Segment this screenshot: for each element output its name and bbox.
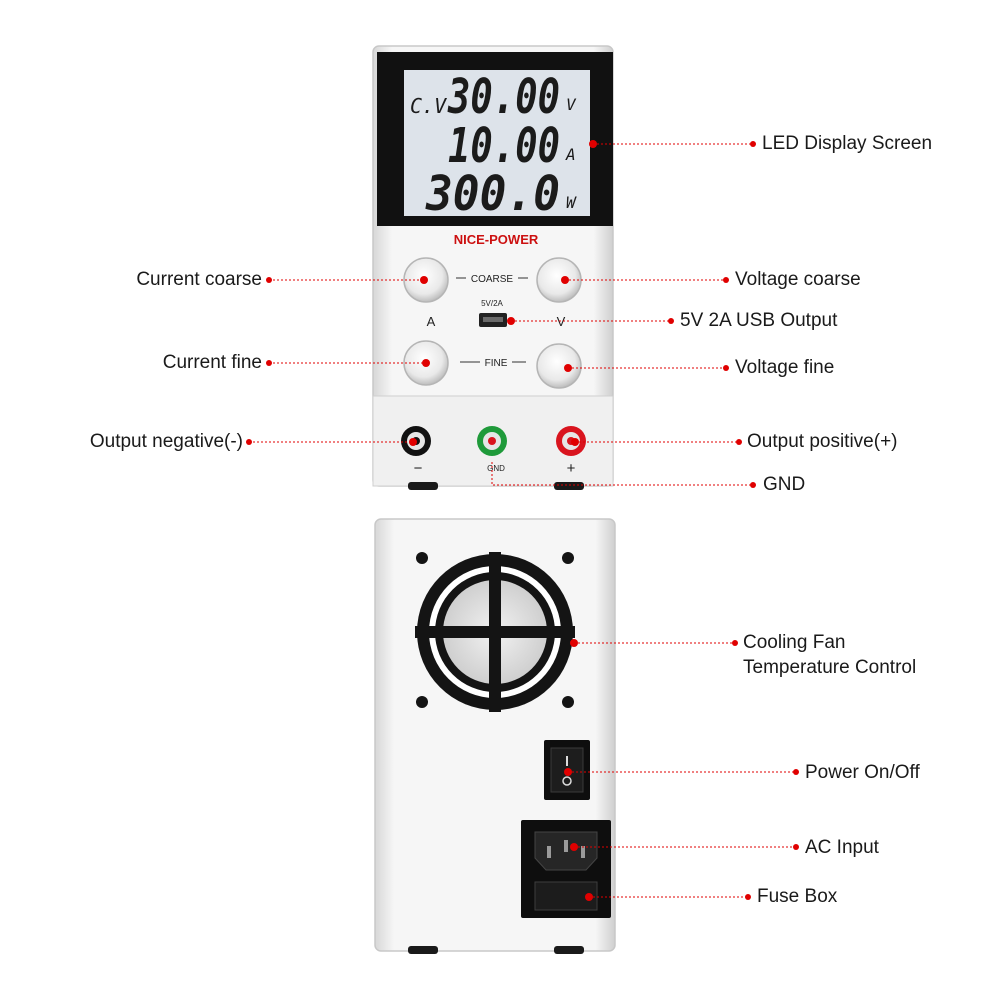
ac-pin-right (581, 846, 585, 858)
ac-pin-left (547, 846, 551, 858)
callout-lines (249, 143, 796, 898)
fan-screw-tl (416, 552, 428, 564)
label-fuse-box: Fuse Box (757, 886, 838, 907)
dot-current-fine-end (422, 359, 430, 367)
label-power-on-off: Power On/Off (805, 762, 920, 783)
label-output-negative: Output negative(-) (89, 431, 243, 452)
voltage-knob-letter: V (557, 314, 566, 329)
dot-negative-start (246, 439, 252, 445)
dot-fuse-start (585, 893, 593, 901)
display-power-unit: W (566, 193, 577, 212)
label-voltage-coarse: Voltage coarse (735, 269, 861, 290)
usb-port-tongue (483, 317, 503, 322)
dot-usb-end (668, 318, 674, 324)
display-voltage: 30.00 (447, 69, 560, 125)
ac-input-module (521, 820, 611, 918)
callout-dots (246, 140, 799, 901)
label-usb-output: 5V 2A USB Output (680, 310, 838, 331)
led-display-screen: C.V 30.00 V 10.00 A 300.0 W (377, 52, 613, 226)
dot-positive-start (571, 438, 579, 446)
rear-foot-left (408, 946, 438, 954)
dot-voltage-coarse-end (723, 277, 729, 283)
ac-pin-earth (564, 840, 568, 852)
coarse-label: COARSE (471, 274, 514, 285)
usb-spec-label: 5V/2A (481, 299, 503, 308)
lcd-glass (404, 70, 590, 216)
fan-screw-br (562, 696, 574, 708)
pos-terminal-label: + (567, 460, 576, 477)
switch-off-mark (562, 776, 572, 786)
dot-power-start (564, 768, 572, 776)
display-power: 300.0 (425, 166, 560, 222)
dot-power-end (793, 769, 799, 775)
dot-current-fine-start (266, 360, 272, 366)
label-gnd: GND (763, 474, 806, 495)
foot-left (408, 482, 438, 490)
dot-voltage-fine-start (564, 364, 572, 372)
rear-unit (374, 518, 616, 954)
label-temperature-control: Temperature Control (743, 657, 917, 678)
label-current-coarse: Current coarse (136, 269, 262, 290)
dot-usb-start (507, 317, 515, 325)
display-current-unit: A (565, 145, 576, 164)
fan-screw-bl (416, 696, 428, 708)
neg-terminal-label: − (414, 460, 423, 477)
callout-line-gnd (491, 462, 753, 486)
dot-voltage-coarse-start (561, 276, 569, 284)
front-unit: C.V 30.00 V 10.00 A 300.0 W NICE-POWER C… (372, 45, 614, 490)
gnd-terminal-hole (488, 437, 496, 445)
label-cooling-fan: Cooling Fan (743, 632, 846, 653)
cooling-fan (415, 552, 575, 712)
foot-right (554, 482, 584, 490)
dot-ac-end (793, 844, 799, 850)
dot-fan-end (732, 640, 738, 646)
dot-positive-end (736, 439, 742, 445)
dot-fan-start (570, 639, 578, 647)
dot-led-start (589, 140, 597, 148)
label-voltage-fine: Voltage fine (735, 357, 835, 378)
fan-strut-horizontal (415, 626, 575, 638)
dot-led-end (750, 141, 756, 147)
display-mode: C.V (410, 94, 447, 118)
dot-current-coarse-start (266, 277, 272, 283)
voltage-fine-knob[interactable] (536, 343, 582, 389)
rear-foot-right (554, 946, 584, 954)
brand-logo: NICE-POWER (454, 232, 539, 247)
output-positive-terminal[interactable] (556, 426, 586, 456)
label-output-positive: Output positive(+) (747, 431, 898, 452)
display-current: 10.00 (448, 118, 560, 174)
dot-ac-start (570, 843, 578, 851)
label-led-display-screen: LED Display Screen (762, 133, 933, 154)
current-knob-letter: A (427, 314, 436, 329)
fine-label: FINE (485, 358, 508, 369)
fan-screw-tr (562, 552, 574, 564)
display-voltage-unit: V (566, 95, 577, 114)
dot-fuse-end (745, 894, 751, 900)
gnd-terminal-label: GND (487, 464, 505, 473)
dot-gnd-end (750, 482, 756, 488)
gnd-terminal[interactable] (477, 426, 507, 456)
dot-current-coarse-end (420, 276, 428, 284)
dot-voltage-fine-end (723, 365, 729, 371)
label-ac-input: AC Input (805, 837, 879, 858)
label-current-fine: Current fine (162, 352, 262, 373)
dot-negative-end (409, 438, 417, 446)
